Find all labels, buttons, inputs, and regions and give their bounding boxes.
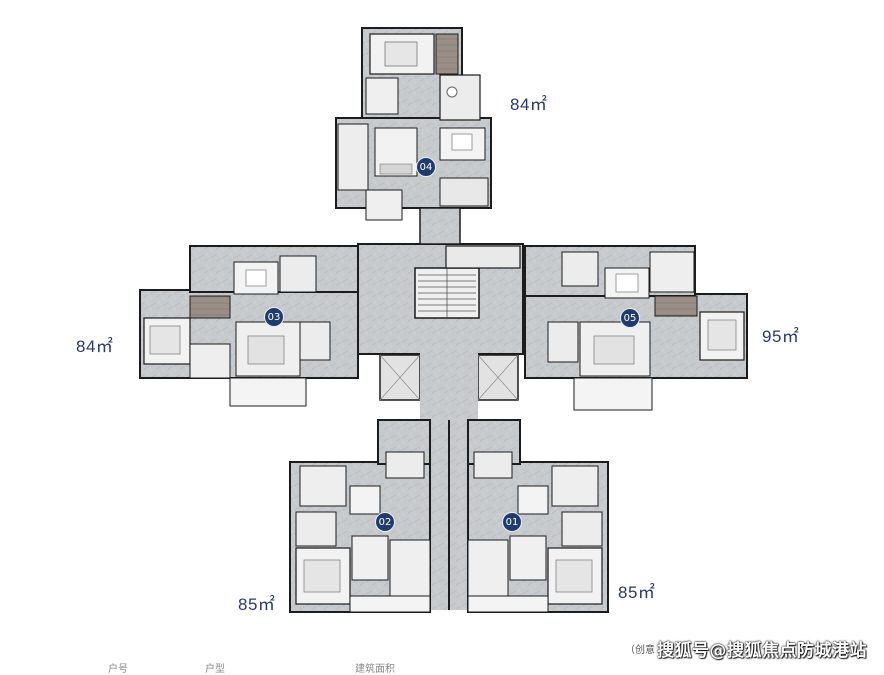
unit-01-area: 85㎡ bbox=[618, 583, 656, 602]
unit-badge-03: 03 bbox=[264, 307, 284, 327]
unit-05-area: 95㎡ bbox=[762, 327, 800, 346]
core-area bbox=[357, 243, 524, 610]
unit-badge-02: 02 bbox=[375, 512, 395, 532]
unit-03-area: 84㎡ bbox=[76, 337, 114, 356]
credit-text: （创意 bbox=[625, 645, 655, 656]
unit-badge-01: 01 bbox=[502, 512, 522, 532]
unit-badge-05: 05 bbox=[620, 308, 640, 328]
unit-03 bbox=[139, 245, 359, 407]
unit-02-area: 85㎡ bbox=[238, 595, 276, 614]
watermark: 搜狐号@搜狐焦点防城港站 bbox=[657, 641, 867, 661]
footer-area: 建筑面积 bbox=[355, 664, 395, 675]
unit-04-area: 84㎡ bbox=[510, 95, 548, 114]
unit-badge-04: 04 bbox=[416, 157, 436, 177]
unit-04 bbox=[335, 27, 492, 245]
unit-02 bbox=[289, 419, 431, 613]
unit-01 bbox=[467, 419, 609, 613]
footer-unit-no: 户号 bbox=[108, 664, 128, 675]
unit-05 bbox=[524, 245, 748, 411]
footer-layout: 户型 bbox=[205, 664, 225, 675]
